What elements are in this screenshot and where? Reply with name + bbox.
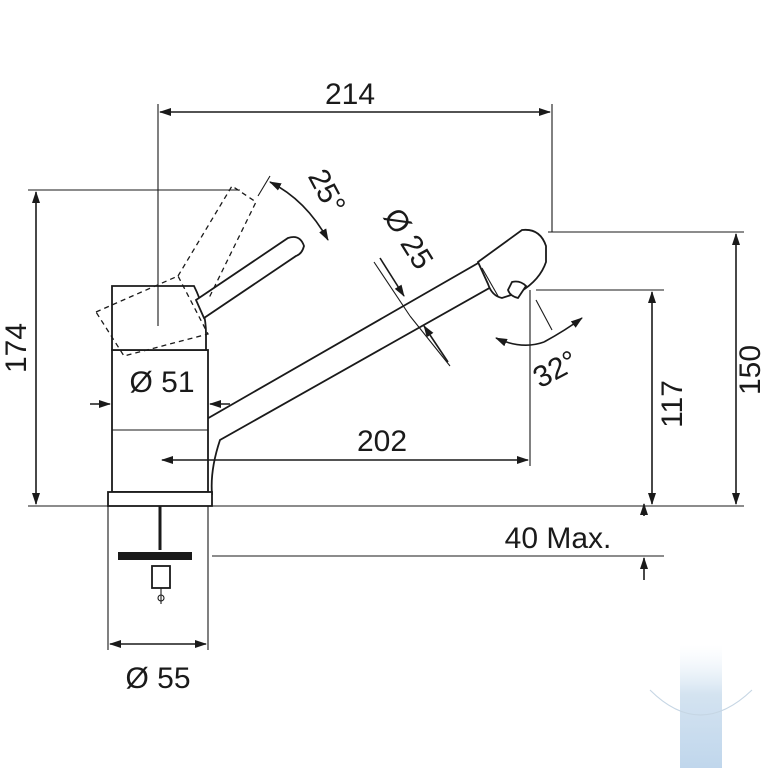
label-total-width: 214 bbox=[325, 78, 375, 111]
spout-head bbox=[476, 228, 547, 300]
label-body-diameter: Ø 51 bbox=[129, 366, 194, 399]
body-cylinder bbox=[111, 349, 209, 493]
mounting-nut bbox=[151, 565, 171, 589]
base-plate bbox=[107, 491, 213, 507]
lever-cap bbox=[111, 285, 207, 351]
label-spout-length: 202 bbox=[357, 425, 407, 458]
watermark bbox=[649, 645, 753, 768]
label-outlet-angle: 32° bbox=[528, 344, 584, 394]
faucet-body bbox=[95, 185, 547, 604]
lever-alt-position bbox=[95, 275, 209, 357]
extension-lines bbox=[28, 104, 744, 650]
dimension-lines bbox=[32, 108, 740, 648]
label-spout-height: 150 bbox=[734, 345, 767, 395]
mounting-washer bbox=[118, 552, 192, 560]
label-max-thickness: 40 Max. bbox=[505, 522, 612, 555]
lever-handle bbox=[194, 236, 305, 320]
label-total-height: 174 bbox=[0, 323, 33, 373]
label-spout-diameter: Ø 25 bbox=[377, 203, 439, 276]
label-spout-clearance: 117 bbox=[656, 380, 689, 428]
label-base-diameter: Ø 55 bbox=[125, 662, 190, 695]
